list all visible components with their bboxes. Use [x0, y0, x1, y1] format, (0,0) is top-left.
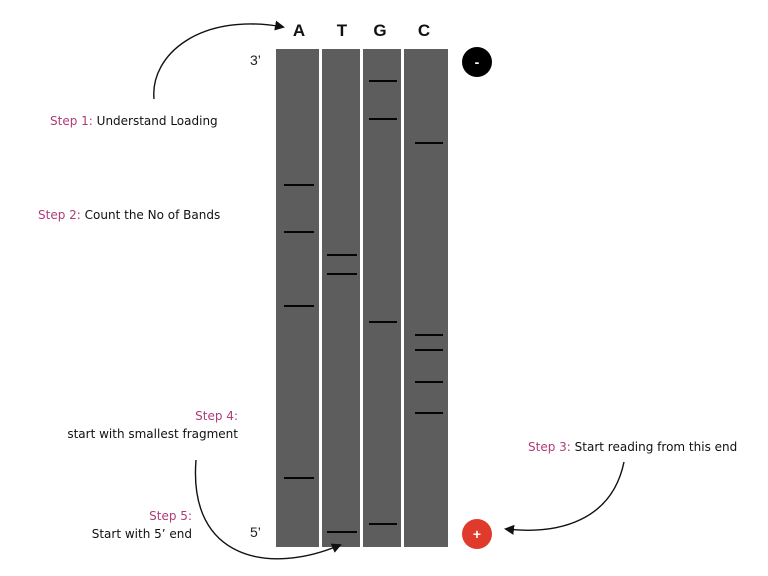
step-2-tag: Step 2: [38, 208, 81, 222]
end-label-3-prime: 3’ [250, 52, 261, 68]
step-3-tag: Step 3: [528, 440, 571, 454]
band-g-1 [369, 80, 397, 82]
band-t-1 [327, 254, 357, 256]
band-t-2 [327, 273, 357, 275]
band-a-4 [284, 477, 314, 479]
step-5-text: Start with 5’ end [91, 527, 192, 541]
lane-c [404, 49, 448, 547]
lane-t [322, 49, 360, 547]
lane-g [363, 49, 401, 547]
lane-a [276, 49, 319, 547]
band-c-1 [415, 142, 443, 144]
band-a-3 [284, 305, 314, 307]
step-1-text: Understand Loading [96, 114, 218, 128]
step-3-text: Start reading from this end [574, 440, 738, 454]
arrow-step4 [194, 459, 342, 560]
step-2-text: Count the No of Bands [84, 208, 221, 222]
band-a-2 [284, 231, 314, 233]
lane-label-c: C [417, 21, 431, 40]
band-g-3 [369, 321, 397, 323]
negative-electrode: - [462, 47, 492, 77]
step-5-tag: Step 5: [149, 509, 192, 523]
step-1: Step 1: Understand Loading [50, 112, 218, 130]
band-g-2 [369, 118, 397, 120]
arrow-step3 [504, 461, 625, 535]
step-4: Step 4: start with smallest fragment [67, 407, 238, 443]
arrow-step1 [153, 20, 285, 100]
end-label-5-prime: 5’ [250, 524, 261, 540]
step-4-tag: Step 4: [195, 409, 238, 423]
step-1-tag: Step 1: [50, 114, 93, 128]
band-c-4 [415, 381, 443, 383]
step-4-text: start with smallest fragment [67, 427, 238, 441]
band-a-1 [284, 184, 314, 186]
band-c-5 [415, 412, 443, 414]
lane-label-t: T [336, 21, 348, 40]
step-5: Step 5: Start with 5’ end [92, 507, 192, 543]
step-2: Step 2: Count the No of Bands [38, 206, 220, 224]
lane-label-g: G [373, 21, 387, 40]
lane-label-a: A [292, 21, 306, 40]
band-t-3 [327, 531, 357, 533]
step-3: Step 3: Start reading from this end [528, 438, 737, 456]
band-g-4 [369, 523, 397, 525]
positive-electrode: + [462, 519, 492, 549]
band-c-2 [415, 334, 443, 336]
band-c-3 [415, 349, 443, 351]
